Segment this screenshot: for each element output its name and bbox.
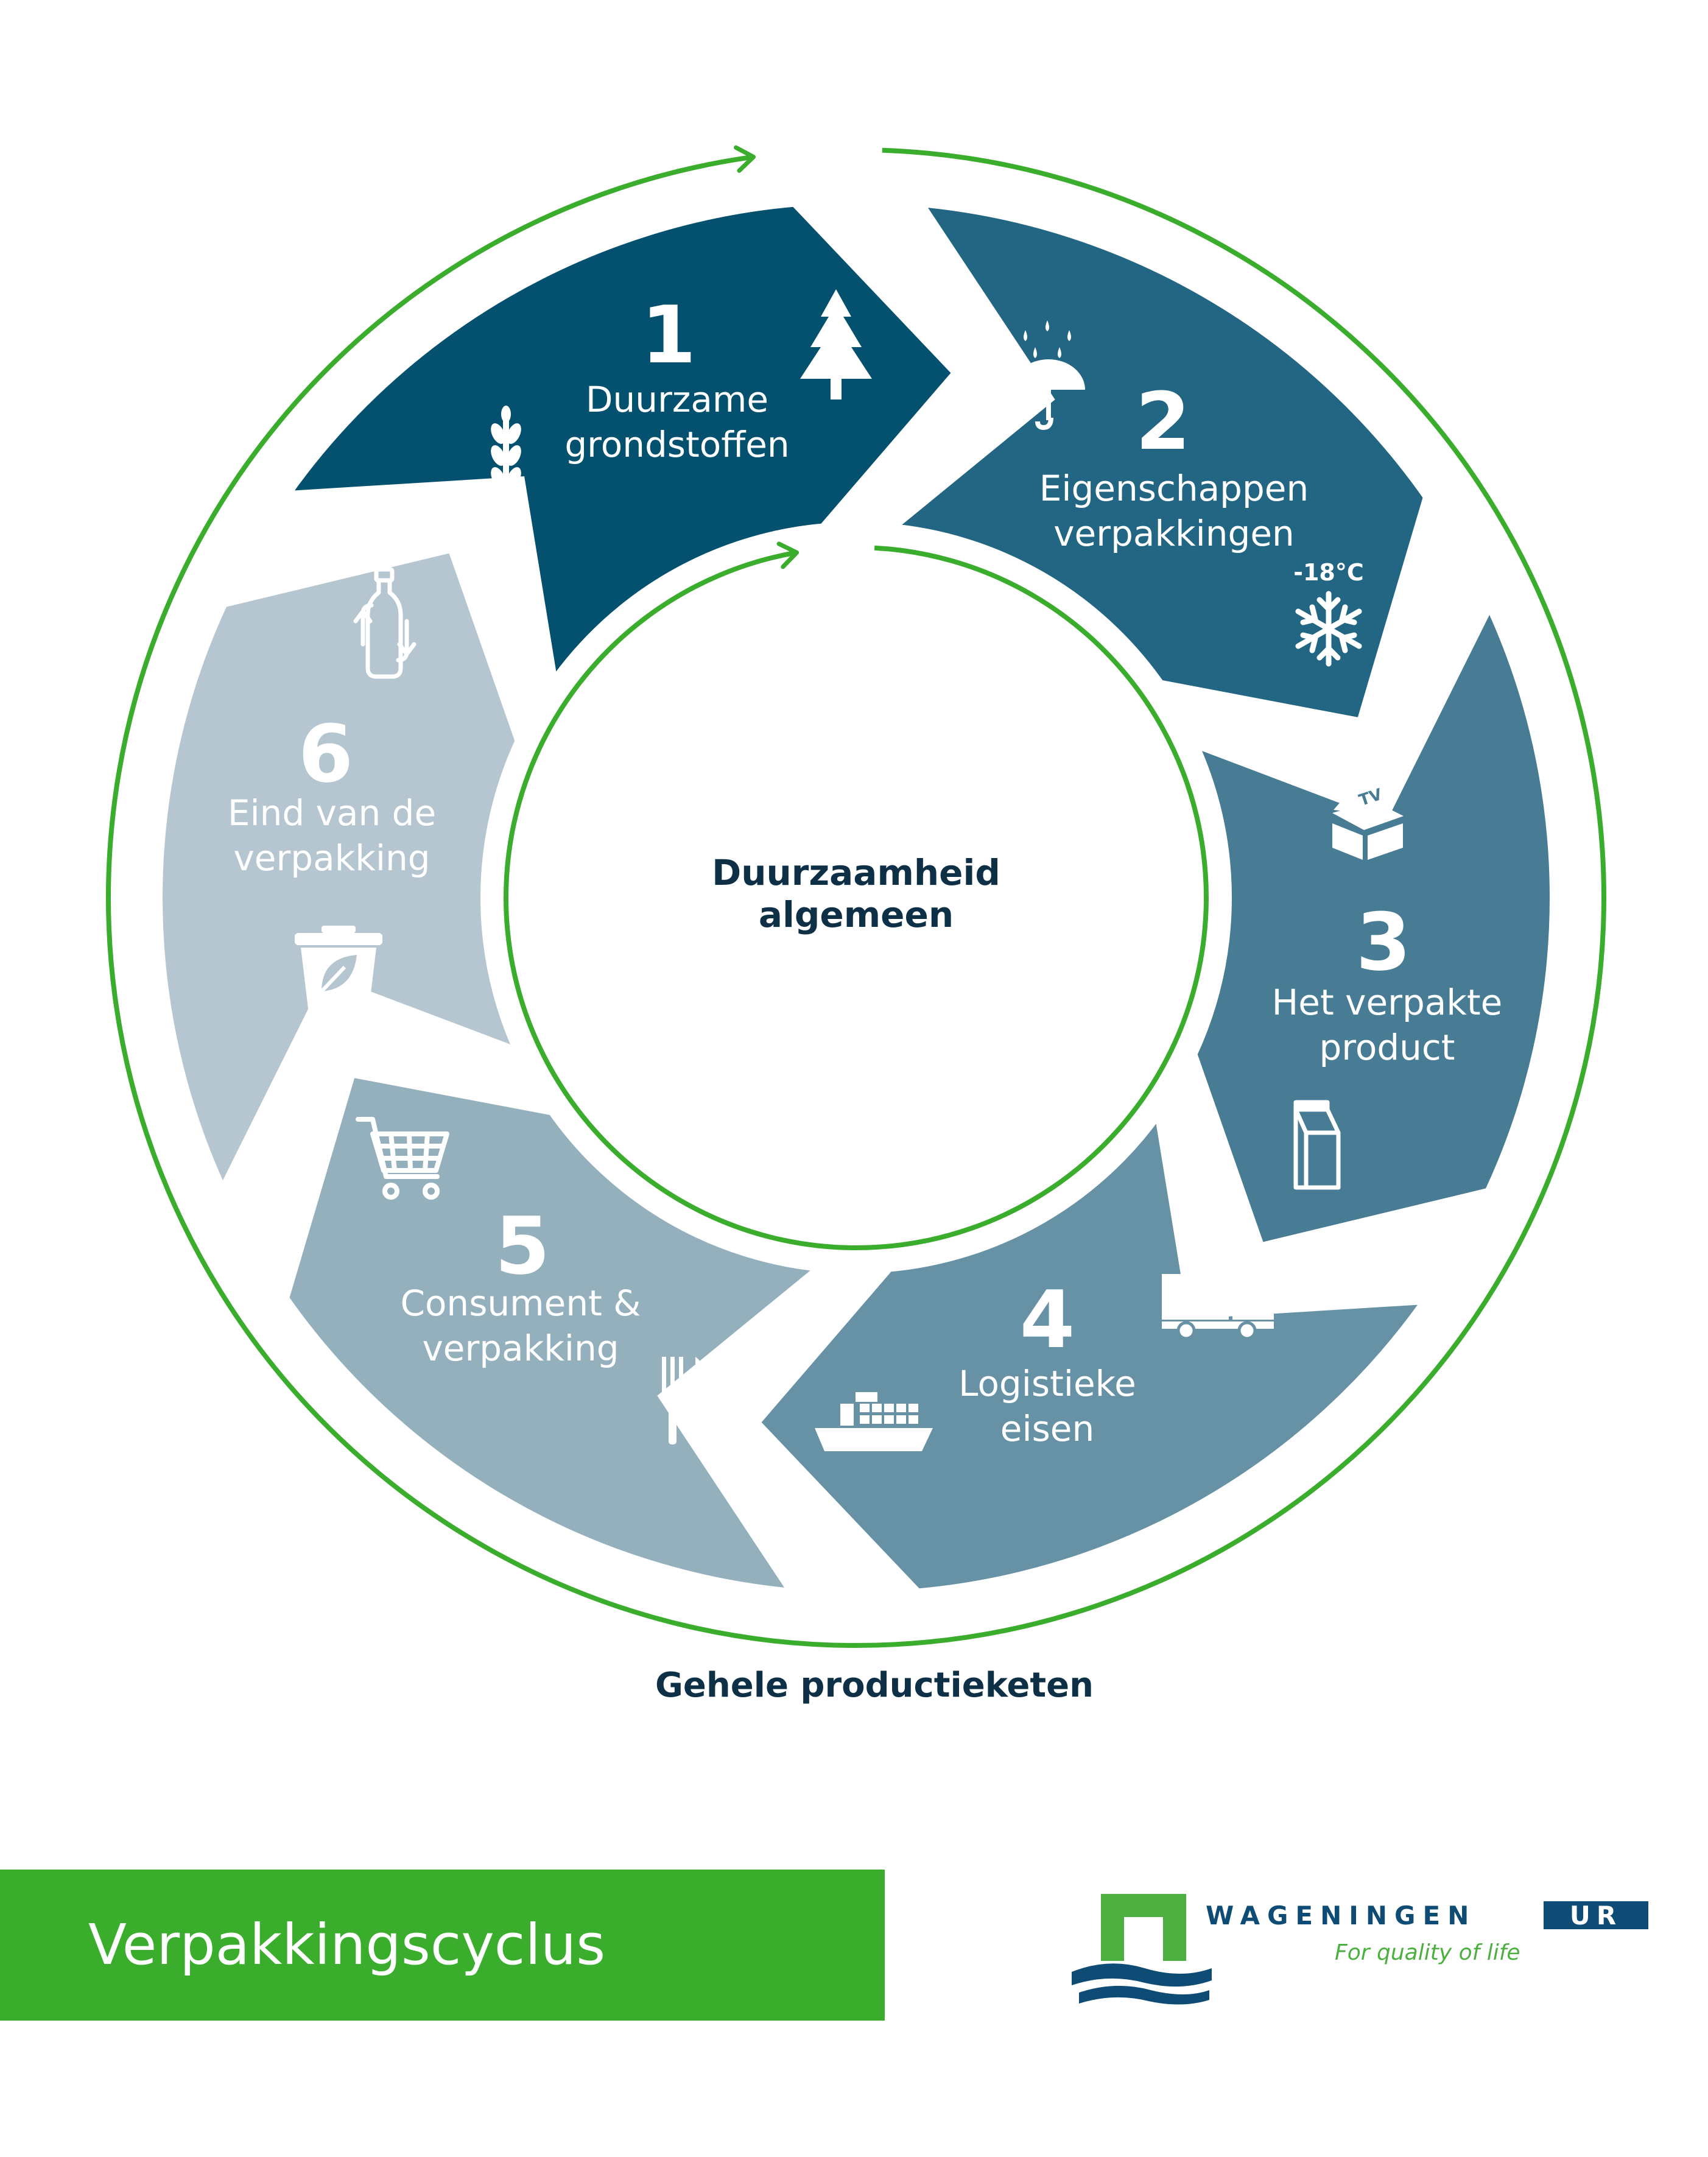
segment-3: 3 Het verpakte product	[1272, 896, 1503, 1068]
center-label-line-1: Duurzaamheid	[712, 852, 1000, 893]
segment-4-shape	[747, 1096, 1440, 1600]
title-banner: Verpakkingscyclus	[0, 1870, 885, 2021]
segment-5-label-line-2: verpakking	[422, 1328, 619, 1369]
segment-2-number: 2	[1136, 375, 1190, 468]
bio-bin-icon	[295, 926, 382, 1008]
cargo-ship-icon	[815, 1392, 933, 1451]
umbrella-rain-icon	[1012, 320, 1085, 431]
segment-3-number: 3	[1356, 896, 1411, 988]
segment-6: 6 Eind van de verpakking	[228, 708, 436, 879]
box-tv-icon: TV	[1332, 780, 1404, 860]
segment-1-label-line-1: Duurzame	[586, 379, 768, 420]
temperature-label: -18°C	[1293, 559, 1364, 586]
segment-1-number: 1	[641, 289, 696, 381]
segment-5-label-line-1: Consument &	[400, 1283, 641, 1324]
outer-cycle-arrow	[106, 145, 1606, 1648]
logo-suffix: UR	[1570, 1901, 1622, 1930]
segment-5-shape	[277, 1065, 838, 1601]
segment-3-shape	[1181, 589, 1561, 1255]
segment-1: 1 Duurzame grondstoffen	[564, 289, 789, 465]
segment-4: 4 Logistieke eisen	[958, 1273, 1136, 1449]
wageningen-logo-mark	[1072, 1894, 1212, 2005]
segment-5: 5 Consument & verpakking	[400, 1200, 641, 1369]
outer-cycle-label: Gehele productieketen	[655, 1666, 1094, 1705]
segment-2: 2 Eigenschappen verpakkingen -18°C	[1039, 375, 1364, 586]
segment-4-label-line-2: eisen	[1000, 1408, 1094, 1449]
page-title: Verpakkingscyclus	[88, 1912, 606, 1977]
fork-knife-icon	[662, 1357, 712, 1444]
segment-6-number: 6	[298, 708, 353, 800]
inner-cycle-arrow	[504, 541, 1209, 1250]
segment-2-label-line-1: Eigenschappen	[1039, 468, 1309, 509]
segment-4-number: 4	[1020, 1273, 1075, 1366]
segment-6-label-line-1: Eind van de	[228, 792, 436, 834]
segment-2-label-line-2: verpakkingen	[1053, 513, 1295, 554]
bottle-recycle-icon	[353, 567, 416, 679]
segment-3-label-line-1: Het verpakte	[1272, 982, 1503, 1023]
truck-icon	[1162, 1274, 1274, 1340]
shopping-cart-icon	[356, 1117, 449, 1200]
segment-1-label-line-2: grondstoffen	[564, 424, 789, 465]
logo-name: WAGENINGEN	[1206, 1901, 1476, 1930]
wheat-icon	[491, 406, 521, 533]
logo-tagline: For quality of life	[1335, 1940, 1520, 1965]
center-label-line-2: algemeen	[759, 894, 954, 935]
milk-carton-icon	[1293, 1100, 1341, 1190]
segment-4-label-line-1: Logistieke	[958, 1363, 1136, 1404]
segment-6-shape	[151, 540, 532, 1206]
tree-icon	[800, 289, 872, 399]
segment-6-label-line-2: verpakking	[233, 837, 430, 879]
snowflake-icon	[1295, 591, 1362, 667]
segment-5-number: 5	[495, 1200, 550, 1292]
wageningen-ur-logo: WAGENINGEN UR For quality of life	[1072, 1894, 1648, 2005]
segment-3-label-line-2: product	[1319, 1027, 1455, 1068]
segment-2-shape	[874, 194, 1435, 730]
segment-1-shape	[272, 195, 966, 700]
cycle-segments	[151, 194, 1561, 1601]
